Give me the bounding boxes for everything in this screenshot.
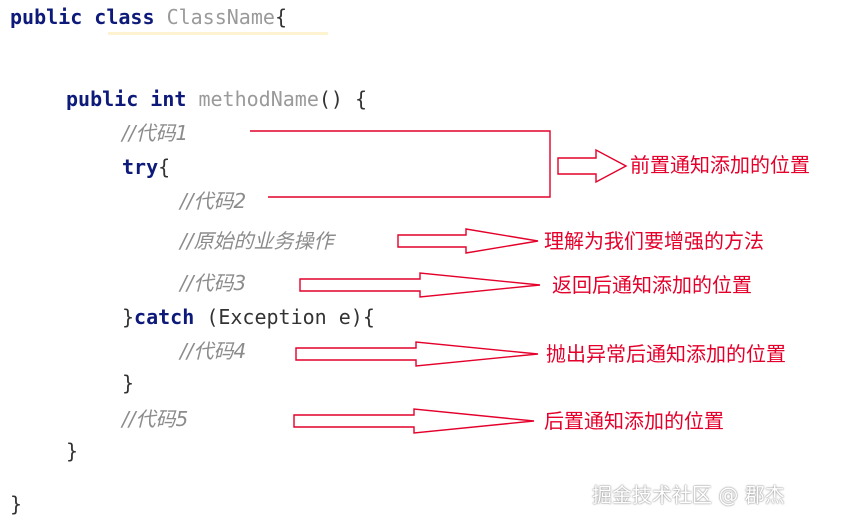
comment-code2: //代码2 — [180, 189, 247, 213]
catch-line: }catch (Exception e){ — [122, 305, 375, 329]
comment-code5: //代码5 — [122, 407, 189, 431]
comment-original-business: //原始的业务操作 — [180, 229, 334, 253]
method-declaration-line: public int methodName() { — [66, 87, 367, 111]
annotation-after-advice: 后置通知添加的位置 — [544, 409, 724, 433]
close-catch-line: } — [122, 371, 134, 395]
catch-keyword: catch — [134, 305, 195, 329]
close-brace: } — [122, 305, 135, 329]
open-brace: { — [355, 87, 368, 111]
close-class-line: } — [10, 492, 22, 516]
after-throwing-arrow — [295, 341, 539, 367]
annotation-after-throwing: 抛出异常后通知添加的位置 — [546, 342, 786, 366]
method-parens: () — [318, 87, 343, 111]
watermark: 掘金技术社区 @ 郡杰 — [592, 483, 785, 507]
catch-params: (Exception e){ — [206, 305, 375, 329]
annotation-before-advice: 前置通知添加的位置 — [630, 153, 810, 177]
highlight-underline — [108, 32, 328, 35]
before-arrow — [557, 148, 628, 184]
close-method-line: } — [66, 439, 78, 463]
after-returning-arrow — [299, 272, 541, 298]
annotation-enhanced-method: 理解为我们要增强的方法 — [544, 229, 764, 253]
class-keyword: class — [94, 5, 155, 29]
comment-code3-line: //代码3 — [180, 271, 246, 295]
comment-code4-line: //代码4 — [180, 339, 246, 363]
public-keyword: public — [66, 87, 139, 111]
int-keyword: int — [150, 87, 187, 111]
annotation-after-returning: 返回后通知添加的位置 — [552, 273, 752, 297]
comment-original-line: //原始的业务操作 — [180, 229, 333, 253]
open-brace: { — [274, 5, 287, 29]
comment-code1: //代码1 — [122, 121, 189, 145]
class-name: ClassName — [166, 5, 275, 29]
comment-code3: //代码3 — [180, 271, 247, 295]
close-brace: } — [10, 492, 23, 516]
comment-code1-line: //代码1 — [122, 121, 188, 145]
comment-code4: //代码4 — [180, 339, 247, 363]
try-line: try{ — [122, 155, 170, 179]
comment-code2-line: //代码2 — [180, 189, 246, 213]
try-keyword: try — [122, 155, 159, 179]
close-brace: } — [66, 439, 79, 463]
method-name: methodName — [198, 87, 319, 111]
before-bracket-line — [250, 130, 551, 198]
open-brace: { — [158, 155, 171, 179]
close-brace: } — [122, 371, 135, 395]
enhanced-method-arrow — [397, 228, 539, 254]
class-declaration-line: public class ClassName{ — [10, 5, 287, 29]
after-arrow — [293, 408, 535, 434]
public-keyword: public — [10, 5, 83, 29]
comment-code5-line: //代码5 — [122, 407, 188, 431]
